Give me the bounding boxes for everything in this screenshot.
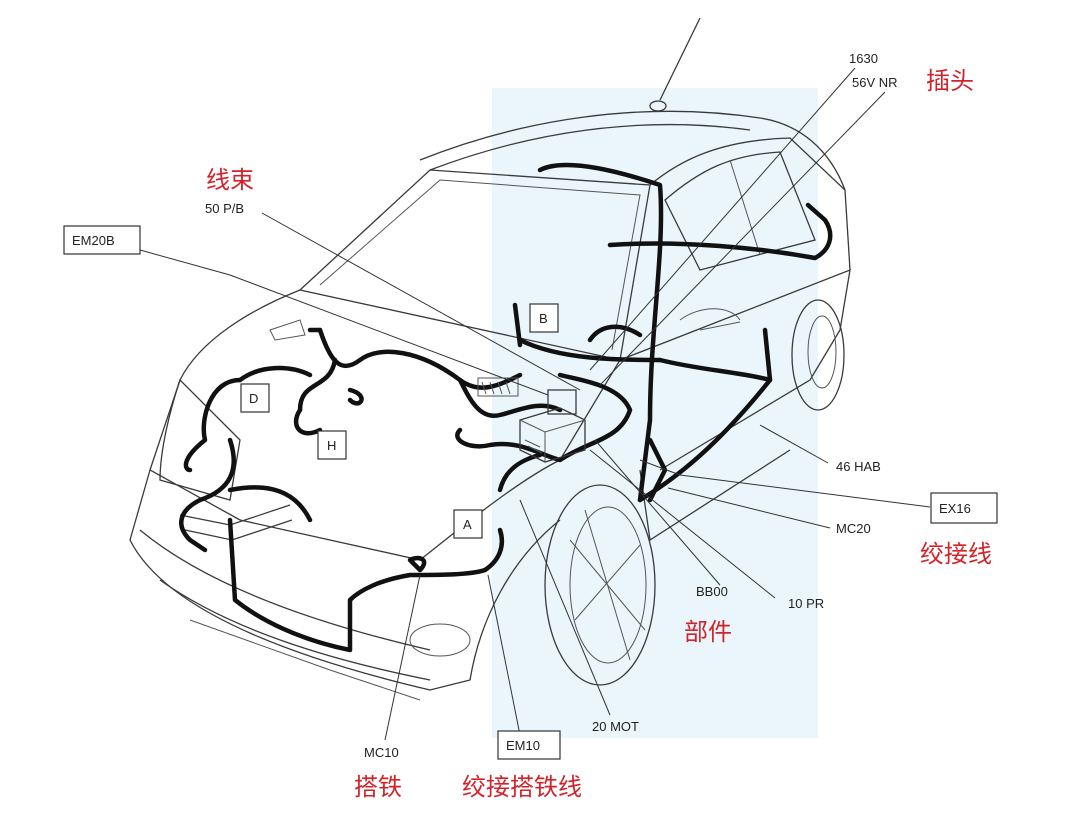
box-em10: EM10 [497,730,561,760]
box-ex16: EX16 [930,492,998,524]
label-10-pr: 10 PR [788,596,824,611]
annotation-ground: 搭铁 [354,773,402,801]
label-46-hab: 46 HAB [836,459,881,474]
antenna [659,17,701,101]
label-1630: 1630 [849,51,878,66]
box-em20b-text: EM20B [72,233,115,248]
annotation-connector: 插头 [926,67,974,95]
box-b: B [529,303,559,333]
label-mc10: MC10 [364,745,399,760]
box-ex16-text: EX16 [939,501,971,516]
battery-module [477,377,586,463]
box-a: A [453,509,483,539]
box-b-text: B [539,311,548,326]
box-h-text: H [327,438,336,453]
annotation-splice-ground: 绞接搭铁线 [462,773,582,801]
box-a-text: A [463,517,472,532]
annotation-splice: 绞接线 [920,540,992,568]
box-h: H [317,430,347,460]
label-56v-nr: 56V NR [852,75,898,90]
annotation-harness: 线束 [206,166,254,194]
box-d-text: D [249,391,258,406]
annotation-component: 部件 [684,618,732,646]
box-em20b: EM20B [63,225,141,255]
watermark [492,88,818,738]
box-d: D [240,383,270,413]
label-bb00: BB00 [696,584,728,599]
leader-lines [139,67,931,741]
wiring-harness [179,162,833,653]
label-mc20: MC20 [836,521,871,536]
label-20-mot: 20 MOT [592,719,639,734]
box-em10-text: EM10 [506,738,540,753]
label-50-pb: 50 P/B [205,201,244,216]
car-body-outline [129,17,851,701]
